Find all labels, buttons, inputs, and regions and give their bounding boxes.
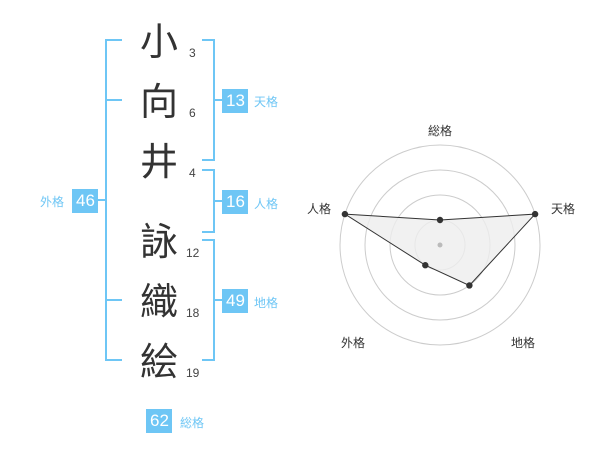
chikaku-label: 地格 [254, 296, 279, 310]
gaikaku-value-badge: 46 [72, 189, 98, 213]
radar-axis-label-soukaku: 総格 [428, 124, 453, 138]
name-char-1: 小 [140, 20, 179, 64]
radar-data-polygon [344, 213, 537, 287]
radar-point-4 [341, 210, 349, 218]
radar-point-2 [466, 282, 473, 289]
name-char-4: 詠 [140, 220, 179, 264]
stroke-count-5: 18 [186, 306, 200, 320]
radar-point-3 [422, 262, 429, 269]
soukaku-value-badge: 62 [146, 409, 172, 433]
gaikaku-label: 外格 [40, 195, 65, 209]
radar-center-dot [437, 242, 443, 248]
radar-point-1 [531, 210, 539, 218]
name-char-5: 織 [140, 280, 179, 324]
jinkaku-value-badge: 16 [222, 190, 248, 214]
stroke-count-1: 3 [189, 46, 196, 60]
radar-axis-label-chikaku: 地格 [511, 336, 536, 350]
jinkaku-label: 人格 [254, 197, 279, 211]
tenkaku-value-badge: 13 [222, 89, 248, 113]
soukaku-label: 総格 [180, 416, 205, 430]
stroke-count-4: 12 [186, 246, 200, 260]
stroke-count-6: 19 [186, 366, 200, 380]
stroke-count-2: 6 [189, 106, 196, 120]
chikaku-value-badge: 49 [222, 289, 248, 313]
radar-grid-ring [339, 144, 541, 346]
radar-axis-label-tenkaku: 天格 [551, 202, 576, 216]
name-char-2: 向 [140, 80, 179, 124]
radar-point-0 [436, 216, 444, 224]
radar-axis-label-jinkaku: 人格 [307, 202, 332, 216]
radar-axis-label-gaikaku: 外格 [341, 336, 366, 350]
stroke-count-3: 4 [189, 166, 196, 180]
tenkaku-label: 天格 [254, 95, 279, 109]
name-char-6: 絵 [140, 340, 179, 384]
name-char-3: 井 [140, 140, 179, 184]
radar-grid-ring [364, 169, 516, 321]
